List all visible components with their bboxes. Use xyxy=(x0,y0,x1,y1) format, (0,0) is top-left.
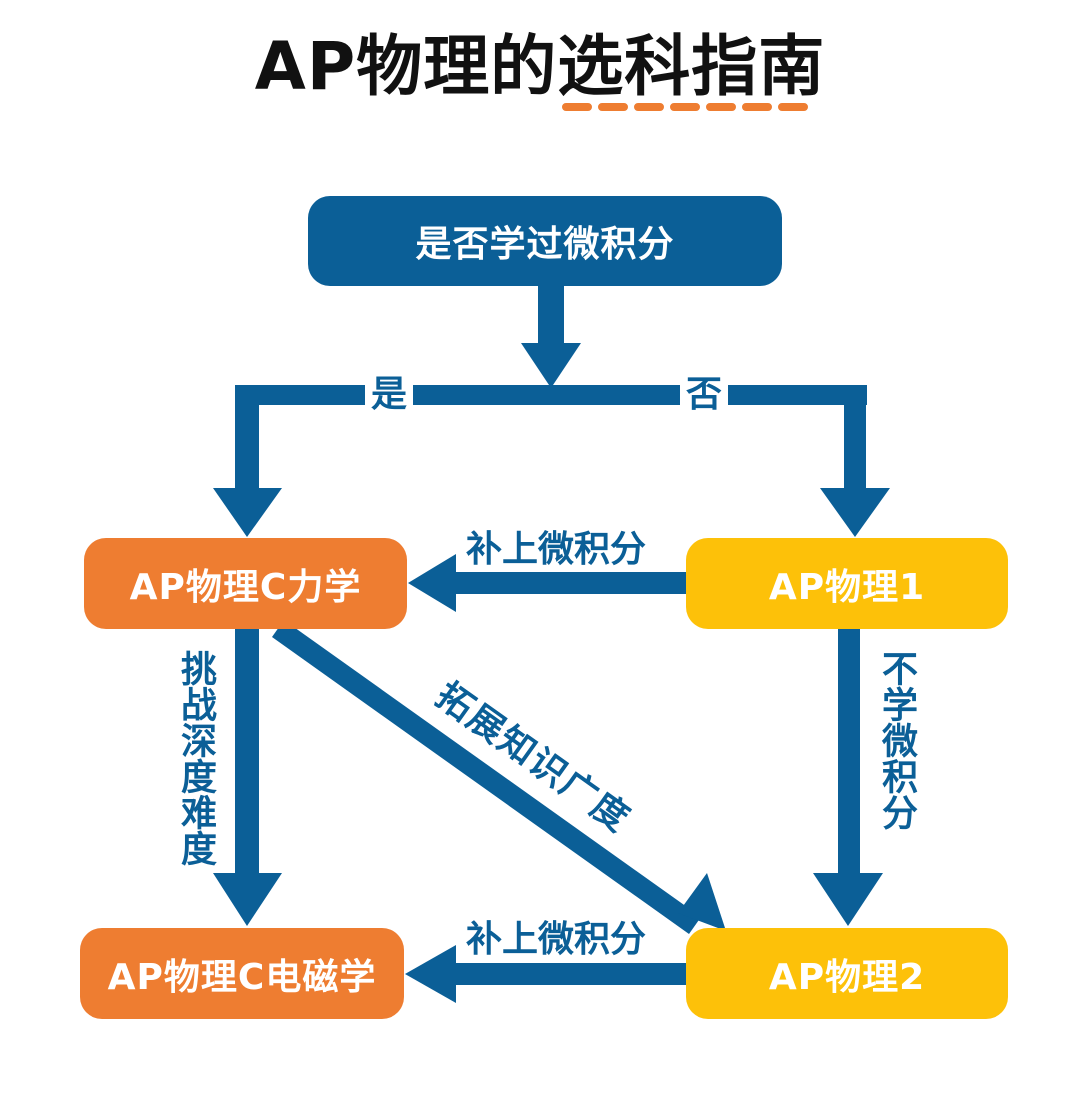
node-ap-physics-c-mechanics-label: AP物理C力学 xyxy=(129,566,362,608)
edge-label-c-mechanics-to-c-em: 挑战深度难度 xyxy=(175,650,216,866)
edge-label-physics1-to-c-mechanics: 补上微积分 xyxy=(466,529,647,570)
node-ap-physics-c-em-label: AP物理C电磁学 xyxy=(107,956,377,998)
arrow-physics1-to-physics2 xyxy=(813,627,883,926)
arrow-c-mechanics-to-c-em xyxy=(213,627,282,926)
edge-label-yes: 是 xyxy=(365,375,414,415)
node-ap-physics-c-mechanics[interactable]: AP物理C力学 xyxy=(84,538,407,629)
title-dashed-underline xyxy=(562,103,808,111)
arrow-no-to-physics1 xyxy=(820,385,890,537)
edge-label-physics2-to-c-em: 补上微积分 xyxy=(466,919,647,960)
node-ap-physics-c-em[interactable]: AP物理C电磁学 xyxy=(80,928,404,1019)
page-title: AP物理的选科指南 xyxy=(254,28,826,105)
arrow-physics1-to-c-mechanics xyxy=(408,554,690,612)
node-ap-physics-2-label: AP物理2 xyxy=(768,956,926,998)
node-calculus-question-label: 是否学过微积分 xyxy=(415,224,675,265)
edge-label-physics1-to-physics2: 不学微积分 xyxy=(876,650,917,830)
node-calculus-question[interactable]: 是否学过微积分 xyxy=(308,196,782,286)
split-branch-connector xyxy=(235,385,867,405)
node-ap-physics-1-label: AP物理1 xyxy=(768,566,926,608)
node-ap-physics-1[interactable]: AP物理1 xyxy=(686,538,1008,629)
arrow-yes-to-c-mechanics xyxy=(213,385,282,537)
edge-label-no: 否 xyxy=(680,375,729,415)
node-ap-physics-2[interactable]: AP物理2 xyxy=(686,928,1008,1019)
arrow-c-mechanics-to-physics2 xyxy=(272,620,726,934)
arrow-physics2-to-c-em xyxy=(405,945,690,1003)
arrow-root-down xyxy=(521,283,581,388)
